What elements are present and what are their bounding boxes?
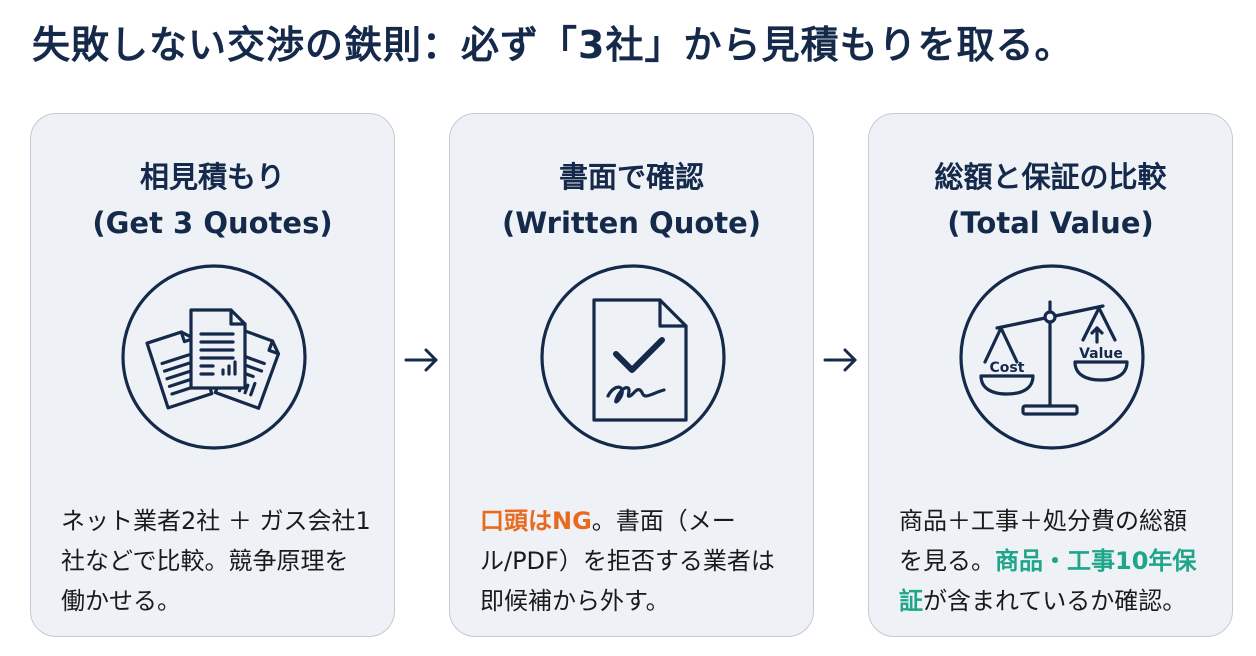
card-description: ネット業者2社 ＋ ガス会社1社などで比較。競争原理を働かせる。 xyxy=(61,501,372,621)
arrow-right-icon xyxy=(821,342,861,378)
card-title-en: (Get 3 Quotes) xyxy=(92,206,333,240)
arrow-right-icon xyxy=(402,342,442,378)
page-title: 失敗しない交渉の鉄則：必ず「3社」から見積もりを取る。 xyxy=(32,23,1074,67)
signed-document-check-icon xyxy=(538,262,728,452)
card-written-quote: 書面で確認 (Written Quote) 口頭はNG。書面（メール/PDF）を… xyxy=(449,113,814,637)
card-description-text: ネット業者2社 ＋ ガス会社1社などで比較。競争原理を働かせる。 xyxy=(61,507,371,615)
card-description-text: 商品＋工事＋処分費の総額を見る。 xyxy=(899,507,1187,575)
card-description: 商品＋工事＋処分費の総額を見る。商品・工事10年保証が含まれているか確認。 xyxy=(899,501,1210,621)
card-title-ja: 総額と保証の比較 xyxy=(934,160,1167,194)
card-title-en: (Total Value) xyxy=(947,206,1154,240)
card-get-3-quotes: 相見積もり (Get 3 Quotes) xyxy=(30,113,395,637)
card-description: 口頭はNG。書面（メール/PDF）を拒否する業者は即候補から外す。 xyxy=(480,501,791,621)
card-description-text-after: が含まれているか確認。 xyxy=(923,587,1187,615)
card-title: 書面で確認 (Written Quote) xyxy=(450,154,813,246)
card-description-text: 。書面（メール/PDF）を拒否する業者は即候補から外す。 xyxy=(480,507,775,615)
card-title: 総額と保証の比較 (Total Value) xyxy=(869,154,1232,246)
multiple-documents-icon xyxy=(119,262,309,452)
cost-label: Cost xyxy=(990,360,1025,376)
card-title-ja: 相見積もり xyxy=(139,160,285,194)
card-title-ja: 書面で確認 xyxy=(558,160,704,194)
highlight-warranty-text: 商品・工事10年保証 xyxy=(899,547,1197,615)
card-title-en: (Written Quote) xyxy=(501,206,762,240)
card-total-value: 総額と保証の比較 (Total Value) xyxy=(868,113,1233,637)
highlight-warning-text: 口頭はNG xyxy=(480,507,592,535)
balance-scale-icon: Cost Value xyxy=(957,262,1147,452)
value-label: Value xyxy=(1079,346,1123,362)
card-title: 相見積もり (Get 3 Quotes) xyxy=(31,154,394,246)
